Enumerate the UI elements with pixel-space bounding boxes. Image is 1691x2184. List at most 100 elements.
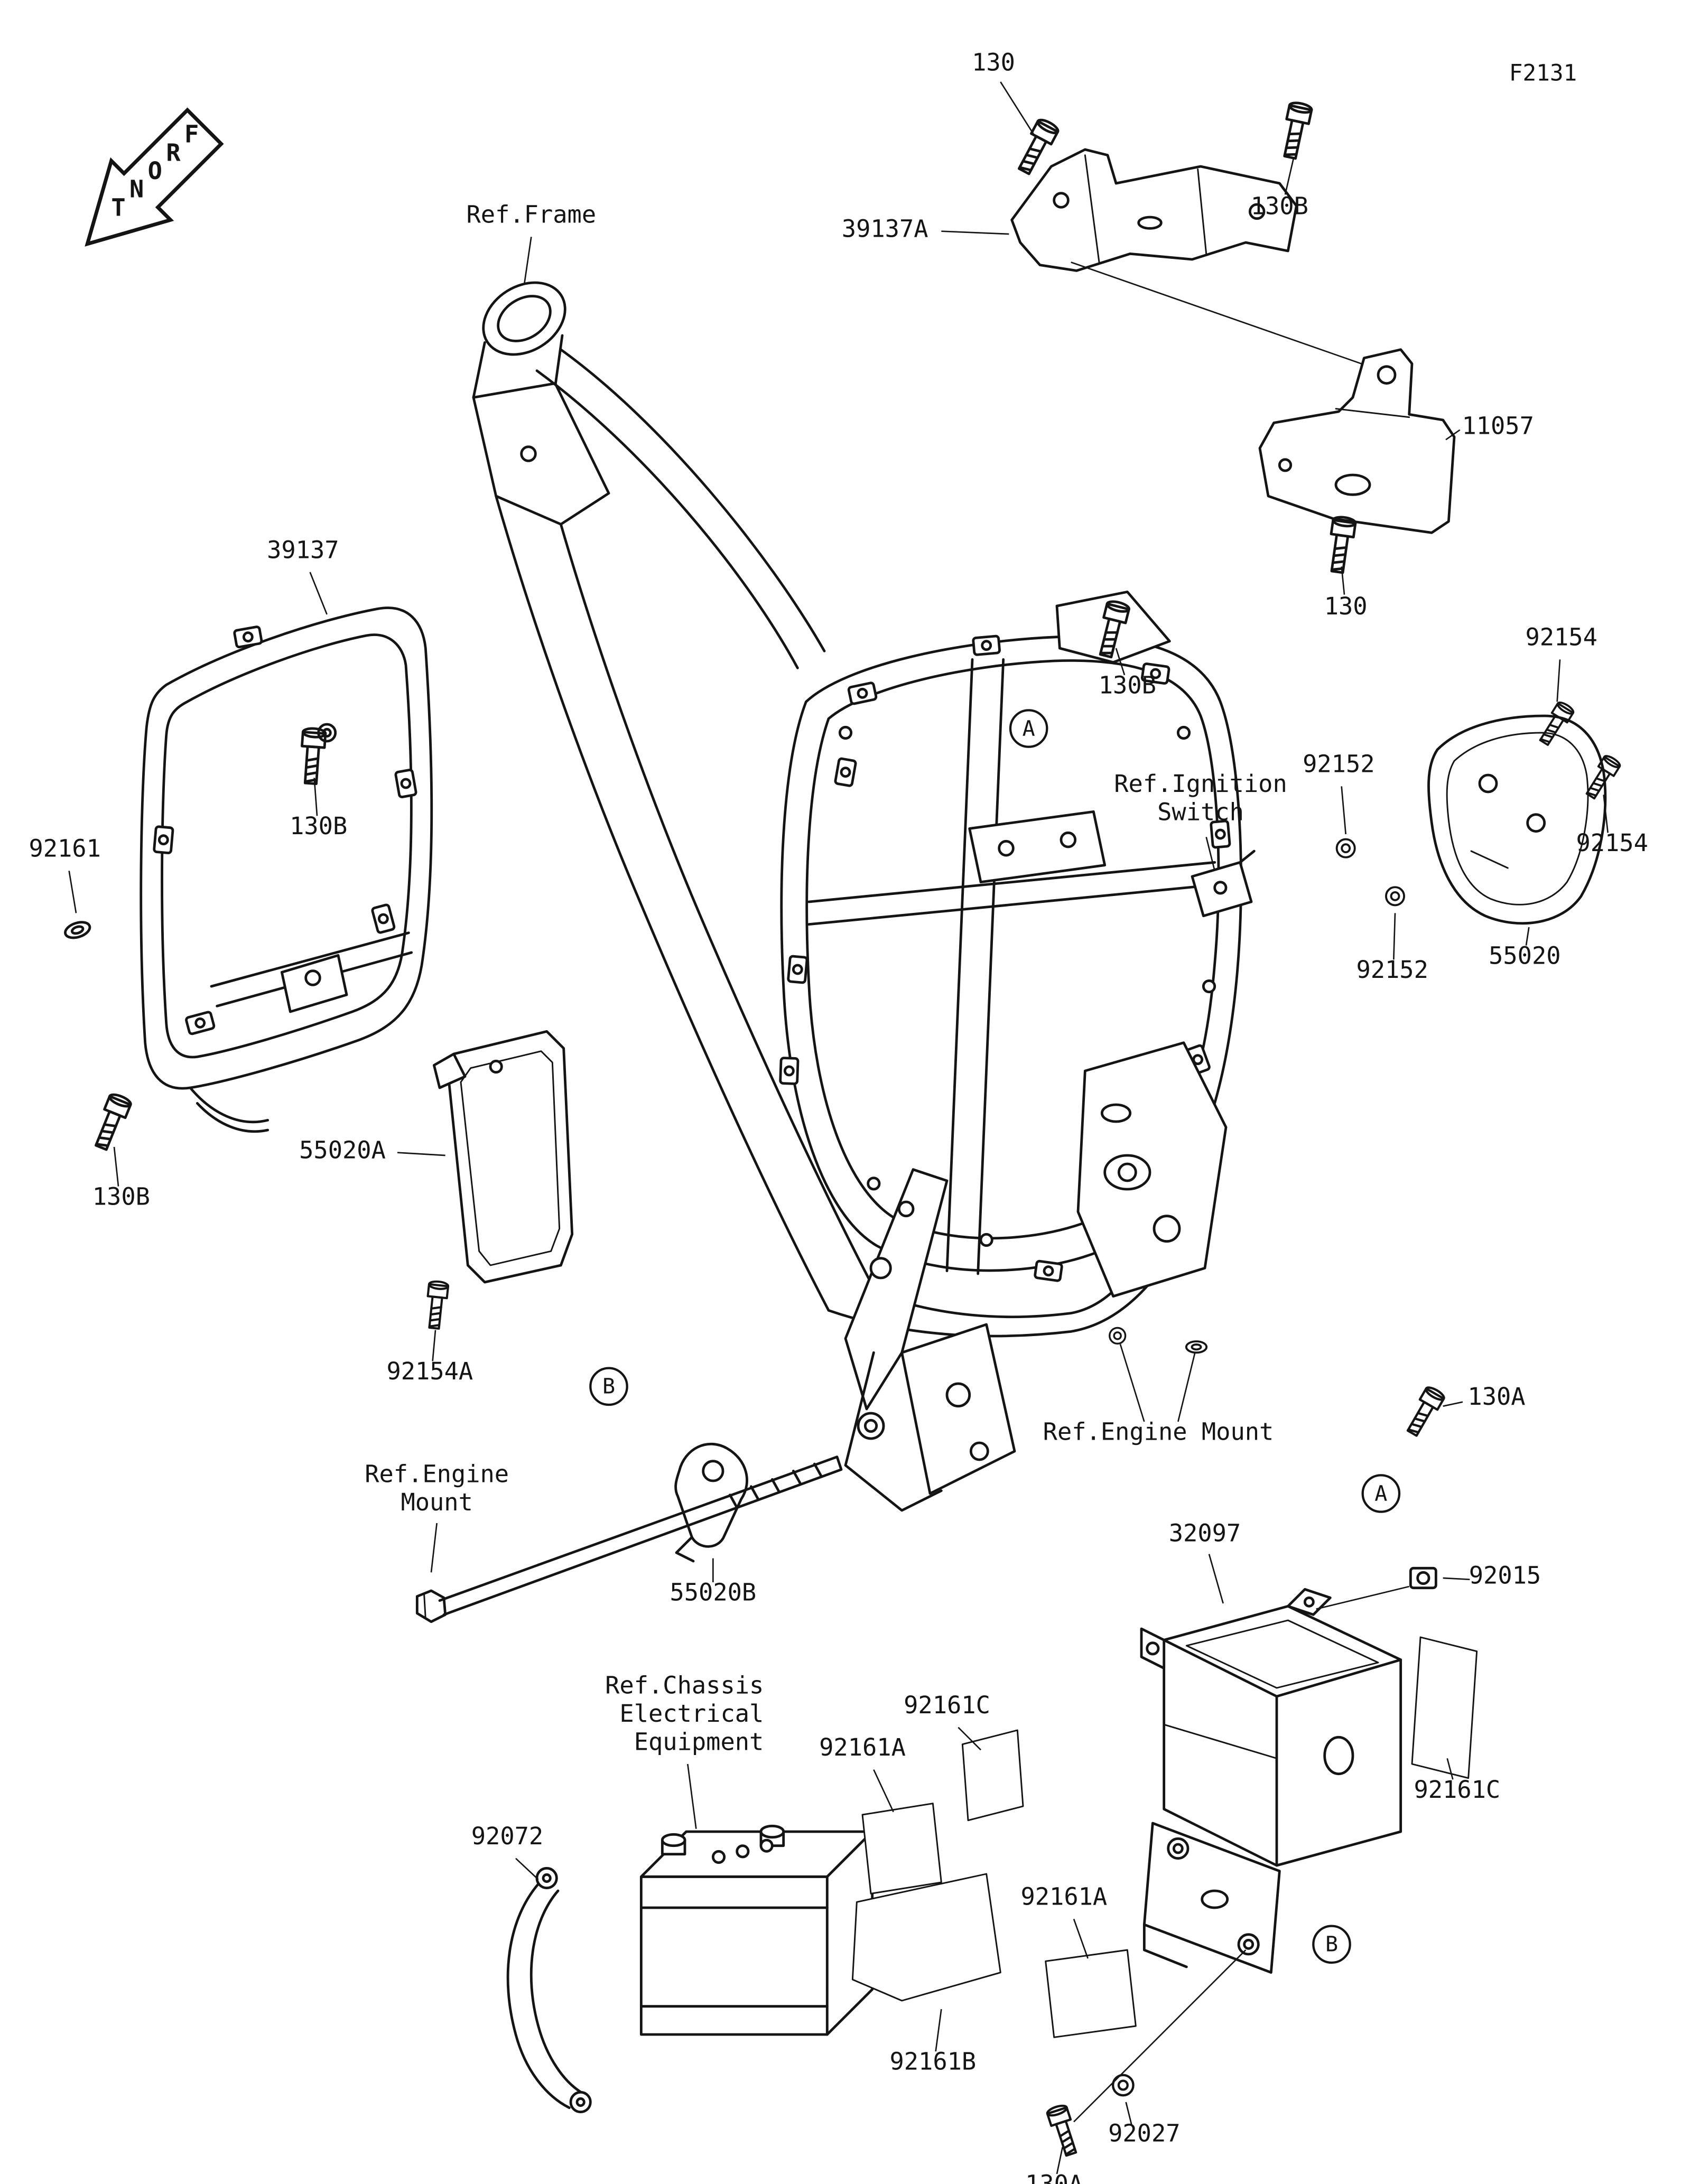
leader-line: [1056, 2147, 1063, 2174]
leader-line: [1177, 1352, 1196, 1422]
part-label-92161C: 92161C: [904, 1691, 990, 1719]
part-label-92154: 92154: [1525, 623, 1597, 651]
leader-line: [515, 1858, 539, 1880]
leader-line: [958, 1726, 981, 1751]
bolt-130b-icon: [91, 1093, 133, 1152]
svg-text:A: A: [1374, 1481, 1387, 1506]
screw-92154a-icon: [424, 1281, 448, 1329]
leader-line: [1392, 1429, 1409, 1477]
leader-line: [1000, 81, 1035, 136]
leader-line: [1125, 2102, 1132, 2125]
leader-line: [1525, 927, 1530, 946]
guard-plate-55020a-drawing: [432, 1030, 574, 1284]
leader-line: [1119, 1343, 1145, 1422]
part-label-39137: 39137: [267, 536, 339, 564]
leader-line: [1341, 786, 1346, 835]
part-label-55020B: 55020B: [670, 1579, 756, 1607]
main-frame-drawing: [472, 281, 1256, 1512]
engine-mount-bolt-drawing: [415, 1455, 843, 1623]
leader-line: [1284, 157, 1295, 195]
leader-line: [1445, 429, 1461, 441]
bracket-11057-drawing: [1258, 348, 1456, 534]
engine-mount-nut-icon: [1109, 1327, 1127, 1345]
part-label-92161C: 92161C: [1414, 1776, 1500, 1804]
bolt-130-icon: [1326, 516, 1356, 573]
clip-nut-92015-icon: [1410, 1568, 1436, 1588]
bolt-130b-icon: [1279, 101, 1312, 160]
leader-line: [1205, 837, 1215, 871]
part-label-92161B: 92161B: [889, 2048, 976, 2076]
part-label-92015: 92015: [1469, 1562, 1541, 1590]
sub-frame-39137-drawing: [140, 606, 433, 1133]
washer-92152-icon: [1335, 838, 1356, 858]
part-label-130B: 130B: [1099, 671, 1156, 699]
callout-b: B: [1312, 1925, 1351, 1964]
clamp-55020b-drawing: [674, 1442, 748, 1563]
leader-line: [1443, 1401, 1463, 1407]
washer-92027-icon: [1113, 2075, 1133, 2095]
part-label-55020: 55020: [1489, 941, 1560, 969]
bolt-130a-icon: [1404, 1385, 1446, 1438]
leader-line: [935, 2009, 942, 2052]
svg-text:A: A: [1023, 716, 1035, 741]
guard-plate-55020-drawing: [1427, 714, 1607, 925]
part-label-92154A: 92154A: [386, 1357, 473, 1385]
callouts: A B A B: [589, 709, 1409, 1964]
leader-line: [1443, 1577, 1470, 1580]
leader-line: [1277, 1930, 1313, 1945]
part-label-130: 130: [972, 49, 1015, 77]
leader-line: [68, 871, 77, 913]
pads-92161-drawing: [851, 1636, 1478, 2038]
leader-line: [687, 1763, 697, 1829]
part-label-55020A: 55020A: [299, 1136, 386, 1164]
leader-line: [1393, 913, 1396, 960]
part-label-130: 130: [1324, 592, 1368, 620]
ref-engine-mount-right: Ref.Engine Mount: [1043, 1418, 1274, 1446]
engine-mount-washer-icon: [1185, 1340, 1208, 1354]
svg-text:O: O: [148, 157, 162, 185]
svg-text:B: B: [1325, 1933, 1338, 1957]
leader-line: [113, 1146, 119, 1187]
leader-line: [432, 1330, 436, 1361]
part-label-92027: 92027: [1108, 2120, 1180, 2148]
bolt-130a-icon: [1046, 2104, 1081, 2157]
leader-line: [1341, 566, 1345, 595]
leader-line: [523, 237, 532, 285]
page-code: F2131: [1509, 60, 1577, 86]
washer-92161-icon: [63, 919, 92, 940]
leader-line: [1115, 648, 1126, 676]
leader-line: [1446, 1758, 1454, 1780]
ref-frame: Ref.Frame: [467, 201, 597, 229]
washer-92152-icon: [1385, 886, 1405, 907]
leader-line: [397, 1152, 445, 1156]
part-label-130A: 130A: [1467, 1383, 1525, 1411]
part-label-130A: 130A: [1025, 2170, 1083, 2184]
part-label-92154: 92154: [1576, 829, 1648, 857]
part-label-92161: 92161: [29, 835, 100, 863]
assembly-lines: [1071, 262, 1409, 2123]
part-label-39137A: 39137A: [842, 214, 928, 242]
leader-line: [1208, 1554, 1224, 1604]
part-labels: 13039137A130B1105713039137130B92154130B9…: [29, 49, 1648, 2184]
svg-text:F: F: [184, 120, 199, 148]
strap-92072-drawing: [506, 1866, 592, 2114]
part-label-92072: 92072: [471, 1822, 543, 1850]
callout-a: A: [1009, 709, 1048, 748]
leader-line: [873, 1769, 894, 1813]
bracket-39137a-drawing: [1010, 148, 1298, 272]
part-label-92161A: 92161A: [819, 1733, 906, 1761]
leader-line: [627, 1341, 733, 1378]
part-label-130B: 130B: [290, 812, 347, 840]
leader-lines: [68, 81, 1609, 2174]
leader-line: [1556, 659, 1561, 702]
part-label-32097: 32097: [1169, 1519, 1241, 1547]
part-label-130B: 130B: [1251, 192, 1308, 220]
callout-b: B: [589, 1367, 628, 1406]
part-label-92161A: 92161A: [1020, 1883, 1107, 1911]
svg-text:B: B: [602, 1375, 615, 1399]
